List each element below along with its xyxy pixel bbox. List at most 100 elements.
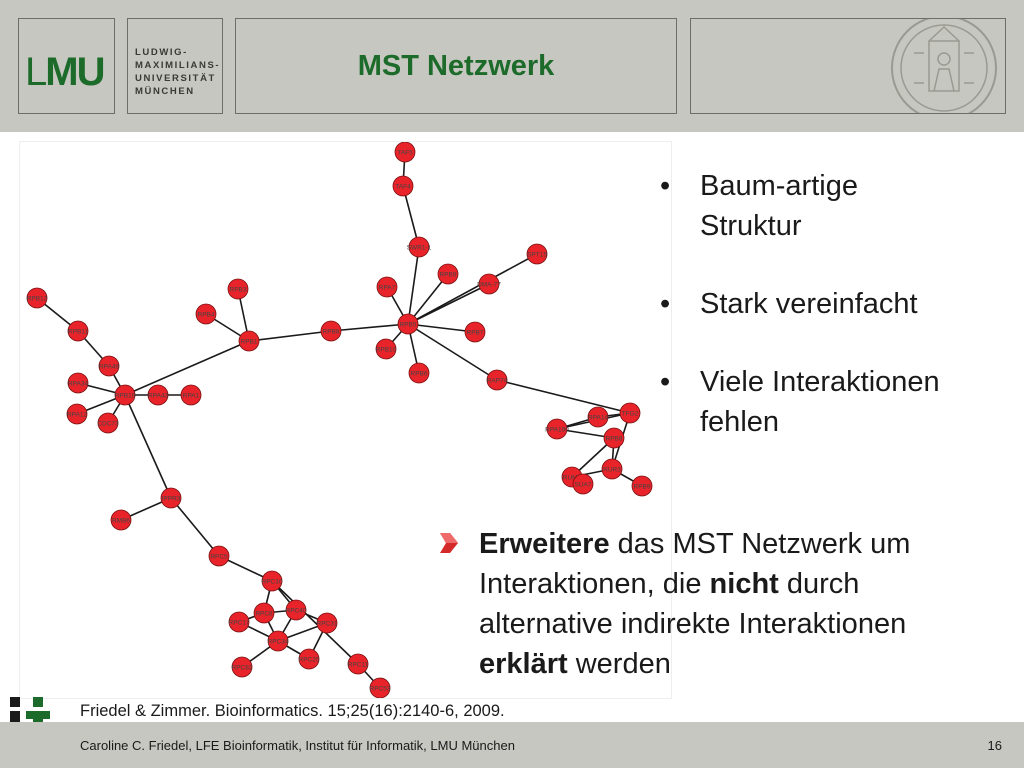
network-node-label: DMA-77 (477, 281, 501, 288)
network-node: IPPR3 (160, 487, 182, 509)
network-edge (170, 497, 220, 557)
network-node: RPA1 (180, 384, 202, 406)
seal-box (690, 18, 1006, 114)
network-node-circle (397, 313, 419, 335)
emphasis-text: erklärt (479, 648, 568, 680)
bullet-text: Stark vereinfacht (700, 288, 918, 320)
bullet-item: • Stark vereinfacht (660, 284, 1010, 324)
network-node-circle (110, 509, 132, 531)
page-number: 16 (987, 738, 1002, 753)
network-node-label: RPA190 (545, 426, 569, 433)
network-node-label: RPB4 (198, 311, 215, 318)
network-node-circle (408, 362, 430, 384)
network-node-label: SPT15 (527, 251, 547, 258)
network-node-label: SUA7 (575, 481, 592, 488)
network-node-circle (298, 648, 320, 670)
network-node: RPB9 (631, 475, 653, 497)
network-node-label: CDC73 (97, 420, 119, 427)
network-node: RPA7 (376, 276, 398, 298)
network-node-circle (601, 458, 623, 480)
network-node: RPC8 (253, 602, 275, 624)
network-node: RPC11 (347, 653, 369, 675)
network-node-label: RPA1 (183, 392, 200, 399)
university-line: MAXIMILIANS- (135, 60, 221, 71)
arrow-point-text: Erweitere das MST Netzwerk um Interaktio… (479, 524, 1006, 684)
network-node-circle (392, 175, 414, 197)
network-node-label: RPA49 (99, 363, 119, 370)
network-node-label: RPC11 (348, 661, 369, 668)
arrow-point: Erweitere das MST Netzwerk um Interaktio… (436, 524, 1006, 684)
network-node-label: RPB9 (634, 483, 651, 490)
network-node: RPB8 (603, 427, 625, 449)
network-node: RPC31 (316, 612, 338, 634)
network-node-label: RPA43 (148, 392, 168, 399)
network-node-circle (316, 612, 338, 634)
network-node-label: RPC5 (210, 553, 228, 560)
bullet-dot: • (660, 170, 671, 202)
network-node-label: RPB6 (411, 370, 428, 377)
bullet-dot: • (660, 288, 671, 320)
network-node-circle (375, 338, 397, 360)
network-node: RPB10 (375, 338, 397, 360)
network-edge (407, 273, 449, 325)
network-node: SPT15 (526, 243, 548, 265)
network-node-circle (97, 412, 119, 434)
bullet-text: Viele Interaktionen (700, 366, 940, 398)
network-node: RPA190 (545, 418, 569, 440)
network-node-circle (619, 402, 641, 424)
network-node-circle (98, 355, 120, 377)
network-node-label: RUM1 (563, 474, 582, 481)
lmu-logo: LMU (25, 50, 105, 94)
title-box: MST Netzwerk (235, 18, 677, 114)
bullet-text: fehlen (700, 406, 780, 438)
body-text: werden (567, 648, 671, 680)
network-node-circle (526, 243, 548, 265)
university-line: MÜNCHEN (135, 86, 195, 97)
network-node-label: RPB8 (323, 328, 340, 335)
bullet-dot: • (660, 366, 671, 398)
network-node: RPC17 (228, 611, 250, 633)
bullet-item: • Baum-artige Struktur (660, 166, 1010, 246)
network-node: SWR1-1 (407, 236, 432, 258)
bullet-item: • Viele Interaktionen fehlen (660, 362, 1010, 442)
network-node-label: RPC82 (232, 664, 253, 671)
network-node: RPA14 (587, 406, 608, 428)
slide-footer: Caroline C. Friedel, LFE Bioinformatik, … (0, 722, 1024, 768)
network-node-circle (320, 320, 342, 342)
university-line: UNIVERSITÄT (135, 73, 216, 84)
network-node-circle (238, 330, 260, 352)
footer-text: Caroline C. Friedel, LFE Bioinformatik, … (80, 738, 515, 753)
network-node: RPB19 (114, 384, 136, 406)
network-node-label: RPC34 (268, 638, 289, 645)
network-node-circle (67, 372, 89, 394)
network-edge (407, 283, 490, 325)
network-node-circle (66, 403, 88, 425)
network-node-circle (228, 611, 250, 633)
network-node-circle (408, 236, 430, 258)
network-node-circle (208, 545, 230, 567)
network-node-circle (227, 278, 249, 300)
network-edge (124, 394, 172, 499)
network-node: RPC5 (208, 545, 230, 567)
network-node: SUA7 (572, 473, 594, 495)
emphasis-text: Erweitere (479, 528, 610, 560)
network-node: RUR3 (601, 458, 623, 480)
network-edge (407, 253, 538, 325)
network-node: DMA-77 (477, 273, 501, 295)
network-node: RMB6 (110, 509, 132, 531)
network-node: RAP74 (486, 369, 508, 391)
network-node-label: TAF5 (397, 149, 413, 156)
network-edge (402, 185, 420, 248)
network-node-label: RPB3 (230, 286, 247, 293)
network-node: RPB11 (67, 320, 88, 342)
body-text: Interaktionen, die (479, 568, 710, 600)
network-node-circle (253, 602, 275, 624)
network-node-label: RPC17 (229, 619, 250, 626)
network-node-circle (486, 369, 508, 391)
network-edge (407, 246, 420, 325)
bullet-text: Struktur (700, 210, 802, 242)
network-node-circle (603, 427, 625, 449)
network-node: RPC53 (370, 677, 391, 698)
network-node-label: RPB5 (400, 321, 417, 328)
